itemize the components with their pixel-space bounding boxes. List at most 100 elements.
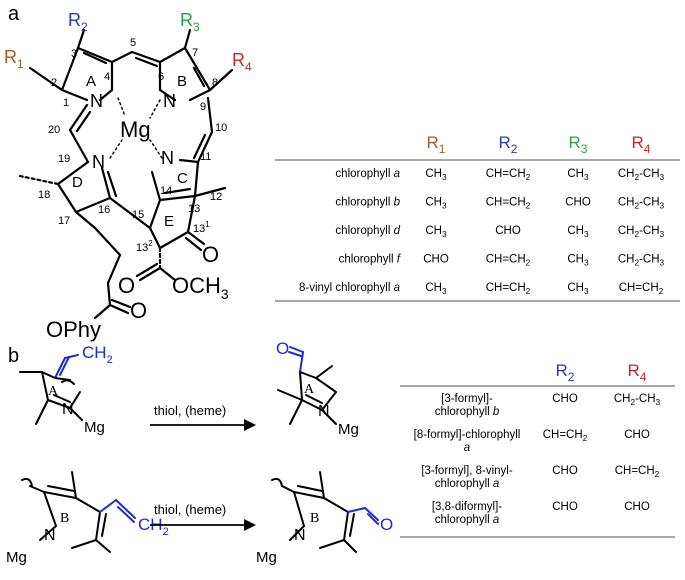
table-b-row-name-line1: [8-formyl]-chlorophyll — [414, 429, 521, 441]
carbonyl-o: O — [202, 242, 219, 267]
pos-14: 14 — [160, 185, 172, 197]
table-a-cell-r2: CH=CH2 — [486, 168, 531, 182]
reaction-bottom-reagent: thiol, (heme) — [154, 502, 226, 517]
table-b-row-name-line1: [3-formyl], 8-vinyl- — [421, 465, 513, 477]
reaction-bottom-reactant — [21, 471, 136, 553]
table-a-cell-r2: CHO — [495, 225, 521, 237]
ring-b-bonds — [158, 28, 234, 102]
reaction-top-ring-letter: A — [48, 384, 59, 399]
table-a-cell-r3: CH3 — [567, 225, 589, 239]
pos-13-1: 131 — [193, 220, 210, 235]
pos-13: 13 — [188, 203, 200, 215]
atom-labels: N N N N Mg O O OCH3 O OPhy — [46, 91, 229, 342]
reaction-top-vinyl: CH2 — [82, 343, 113, 366]
table-b-cell-r2: CH=CH2 — [543, 429, 588, 443]
table-a-cell-r4: CH2-CH3 — [618, 254, 665, 268]
pos-15: 15 — [132, 209, 144, 221]
ring-e-bonds — [148, 194, 206, 252]
table-a-cell-r1: CH3 — [425, 225, 447, 239]
table-a-row-name: chlorophyll f — [339, 254, 402, 266]
pos-10: 10 — [215, 122, 227, 134]
table-a-cell-r2: CH=CH2 — [486, 254, 531, 268]
ester-o-dbl: O — [118, 273, 135, 298]
r1-label: R1 — [4, 47, 24, 71]
ester-och3: OCH3 — [172, 273, 229, 302]
pos-19: 19 — [58, 153, 70, 165]
bond-c5-c6 — [130, 50, 162, 64]
table-b-row-name-line2: chlorophyll a — [435, 514, 500, 526]
ring-d-bonds — [18, 160, 152, 230]
pos-3: 3 — [71, 48, 77, 60]
ring-letter-d: D — [72, 174, 83, 191]
ring-letter-c: C — [177, 170, 188, 187]
table-b: R2 R4 [3-formyl]-chlorophyll b CHO CH2-CH3 [8… — [400, 361, 675, 538]
table-b-row-name-line2: chlorophyll b — [435, 406, 500, 418]
table-a-row-name: chlorophyll a — [335, 168, 400, 180]
table-a-cell-r4: CH=CH2 — [619, 282, 664, 296]
atom-n-c: N — [161, 148, 174, 168]
table-a-row: chlorophyll b CH3 CH=CH2 CHO CH2-CH3 — [335, 197, 664, 211]
atom-n-d: N — [92, 152, 105, 172]
table-b-row: [3-formyl]-chlorophyll b CHO CH2-CH3 — [435, 393, 661, 418]
reaction-bottom-vinyl: CH2 — [138, 515, 169, 538]
pos-17: 17 — [58, 215, 70, 227]
ring-letters: A B C D E — [72, 73, 188, 230]
table-b-header-r4: R4 — [628, 361, 647, 384]
reaction-top-product-ring: A — [304, 382, 315, 397]
propionate-chain — [93, 226, 132, 320]
table-a-cell-r4: CH2-CH3 — [618, 197, 665, 211]
reaction-bottom-product-mg: Mg — [256, 549, 277, 566]
panel-a-label: a — [8, 3, 20, 25]
table-a-row-name: chlorophyll b — [335, 197, 400, 209]
reaction-bottom-product-n: N — [294, 527, 306, 544]
r4-label: R4 — [232, 50, 252, 74]
table-b-cell-r4: CH=CH2 — [615, 465, 660, 479]
ring-letter-b: B — [177, 73, 187, 90]
table-b-row-name-line2: a — [464, 442, 470, 454]
pos-9: 9 — [200, 101, 206, 113]
table-b-header-r2: R2 — [556, 361, 575, 384]
reaction-bottom-ring-letter: B — [60, 511, 69, 526]
atom-mg: Mg — [120, 117, 151, 142]
table-b-cell-r2: CHO — [552, 501, 578, 513]
reaction-top-reagent: thiol, (heme) — [154, 403, 226, 418]
reaction-top-arrowhead — [244, 419, 256, 431]
reaction-top-product — [277, 346, 337, 425]
reaction-top-mg: Mg — [84, 419, 105, 436]
table-a-cell-r1: CHO — [423, 254, 449, 266]
table-a-header-r3: R3 — [569, 133, 588, 156]
table-a-cell-r4: CH2-CH3 — [618, 225, 665, 239]
table-a-cell-r3: CH3 — [567, 168, 589, 182]
pos-2: 2 — [51, 77, 57, 89]
table-b-row-name-line1: [3-formyl]- — [441, 393, 493, 405]
reaction-top-formyl-o: O — [276, 339, 289, 358]
table-b-cell-r4: CH2-CH3 — [614, 393, 661, 407]
pos-8: 8 — [212, 77, 218, 89]
table-a-cell-r3: CH3 — [567, 282, 589, 296]
pos-13-2: 132 — [136, 239, 153, 254]
ring-a-bonds — [28, 28, 114, 102]
atom-n-a: N — [90, 91, 103, 111]
r2-label: R2 — [68, 10, 88, 34]
ring-letter-a: A — [86, 73, 96, 90]
table-a-cell-r4: CH2-CH3 — [618, 168, 665, 182]
r3-label: R3 — [180, 10, 200, 34]
table-a-cell-r3: CHO — [565, 197, 591, 209]
reaction-top-product-mg: Mg — [338, 421, 359, 438]
position-numbers: 1 2 3 4 5 6 7 8 9 10 11 12 13 14 15 16 1… — [38, 37, 227, 254]
table-a-cell-r2: CH=CH2 — [486, 197, 531, 211]
table-a-header-r4: R4 — [632, 133, 651, 156]
table-a-header-r1: R1 — [427, 133, 446, 156]
mg-coordination — [109, 97, 163, 159]
ring-letter-e: E — [164, 213, 174, 230]
table-a-cell-r1: CH3 — [425, 197, 447, 211]
pos-1: 1 — [63, 97, 69, 109]
ophy-label: OPhy — [46, 317, 101, 342]
table-b-cell-r2: CHO — [552, 393, 578, 405]
pos-7: 7 — [192, 47, 198, 59]
